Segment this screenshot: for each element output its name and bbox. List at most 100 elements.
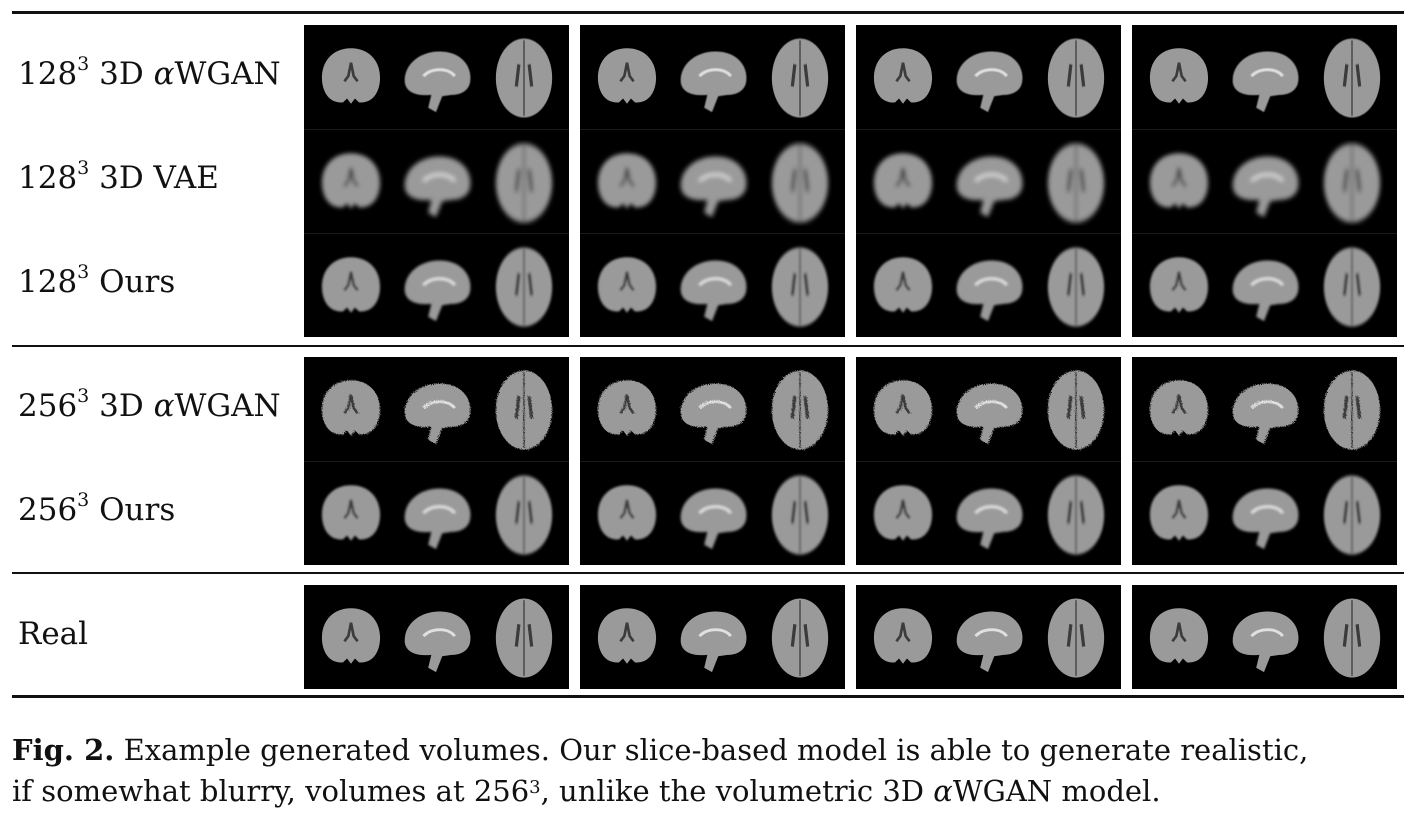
sagittal-slice xyxy=(680,383,747,445)
coronal-slice xyxy=(597,380,657,436)
axial-slice xyxy=(1047,38,1105,118)
volume-sample xyxy=(580,585,845,689)
volume-sample xyxy=(580,357,845,461)
group-divider-2 xyxy=(12,572,1404,574)
axial-slice xyxy=(495,247,553,327)
coronal-slice xyxy=(321,608,381,664)
coronal-slice xyxy=(873,153,933,209)
sagittal-slice xyxy=(680,611,747,673)
volume-sample xyxy=(1132,233,1397,337)
coronal-slice xyxy=(1149,608,1209,664)
group-divider-1 xyxy=(12,345,1404,347)
axial-slice xyxy=(771,370,829,450)
volume-sample xyxy=(856,233,1121,337)
sagittal-slice xyxy=(1232,611,1299,673)
volume-sample xyxy=(856,25,1121,129)
coronal-slice xyxy=(597,485,657,541)
volume-sample xyxy=(856,461,1121,565)
axial-slice xyxy=(495,475,553,555)
coronal-slice xyxy=(597,48,657,104)
axial-slice xyxy=(495,38,553,118)
volume-sample xyxy=(1132,357,1397,461)
sagittal-slice xyxy=(404,611,471,673)
sagittal-slice xyxy=(404,383,471,445)
sagittal-slice xyxy=(956,611,1023,673)
sagittal-slice xyxy=(956,260,1023,322)
axial-slice xyxy=(495,143,553,223)
axial-slice xyxy=(1047,370,1105,450)
volume-sample xyxy=(856,585,1121,689)
sample-panel xyxy=(856,357,1121,565)
sagittal-slice xyxy=(680,51,747,113)
axial-slice xyxy=(1323,38,1381,118)
axial-slice xyxy=(1323,598,1381,678)
coronal-slice xyxy=(873,608,933,664)
volume-sample xyxy=(1132,585,1397,689)
sagittal-slice xyxy=(680,488,747,550)
volume-sample xyxy=(304,461,569,565)
volume-sample xyxy=(1132,25,1397,129)
row-label: 2563 3D αWGAN xyxy=(18,385,281,424)
sample-panel xyxy=(856,585,1121,689)
volume-sample xyxy=(1132,129,1397,233)
coronal-slice xyxy=(321,153,381,209)
axial-slice xyxy=(771,247,829,327)
coronal-slice xyxy=(1149,257,1209,313)
sagittal-slice xyxy=(1232,260,1299,322)
row-label: 2563 Ours xyxy=(18,489,176,528)
sagittal-slice xyxy=(404,51,471,113)
sagittal-slice xyxy=(1232,156,1299,218)
axial-slice xyxy=(1323,247,1381,327)
sagittal-slice xyxy=(1232,383,1299,445)
figure-caption: Fig. 2. Example generated volumes. Our s… xyxy=(12,733,1309,808)
coronal-slice xyxy=(597,608,657,664)
axial-slice xyxy=(1047,475,1105,555)
axial-slice xyxy=(1047,598,1105,678)
coronal-slice xyxy=(321,380,381,436)
coronal-slice xyxy=(1149,153,1209,209)
coronal-slice xyxy=(321,257,381,313)
row-label: 1283 3D VAE xyxy=(18,157,219,196)
coronal-slice xyxy=(873,380,933,436)
sagittal-slice xyxy=(1232,51,1299,113)
volume-sample xyxy=(580,233,845,337)
sample-panel xyxy=(1132,357,1397,565)
axial-slice xyxy=(1323,475,1381,555)
coronal-slice xyxy=(597,257,657,313)
sample-panel xyxy=(580,585,845,689)
sample-panel xyxy=(580,357,845,565)
coronal-slice xyxy=(597,153,657,209)
axial-slice xyxy=(1047,247,1105,327)
volume-sample xyxy=(304,25,569,129)
row-label: Real xyxy=(18,616,89,652)
volume-sample xyxy=(304,129,569,233)
sagittal-slice xyxy=(404,488,471,550)
sagittal-slice xyxy=(956,488,1023,550)
volume-sample xyxy=(856,129,1121,233)
row-label: 1283 Ours xyxy=(18,261,176,300)
coronal-slice xyxy=(873,485,933,541)
axial-slice xyxy=(495,598,553,678)
volume-sample xyxy=(304,585,569,689)
sagittal-slice xyxy=(404,260,471,322)
sample-panel xyxy=(304,585,569,689)
volume-sample xyxy=(856,357,1121,461)
axial-slice xyxy=(495,370,553,450)
axial-slice xyxy=(1323,143,1381,223)
coronal-slice xyxy=(1149,48,1209,104)
axial-slice xyxy=(1047,143,1105,223)
axial-slice xyxy=(771,475,829,555)
sample-panel xyxy=(1132,25,1397,337)
sagittal-slice xyxy=(1232,488,1299,550)
volume-sample xyxy=(580,25,845,129)
sample-panel xyxy=(304,25,569,337)
row-label: 1283 3D αWGAN xyxy=(18,53,281,92)
coronal-slice xyxy=(321,48,381,104)
volume-sample xyxy=(580,129,845,233)
axial-slice xyxy=(1323,370,1381,450)
volume-sample xyxy=(304,357,569,461)
coronal-slice xyxy=(1149,485,1209,541)
sagittal-slice xyxy=(680,156,747,218)
sample-panel xyxy=(1132,585,1397,689)
sagittal-slice xyxy=(956,156,1023,218)
